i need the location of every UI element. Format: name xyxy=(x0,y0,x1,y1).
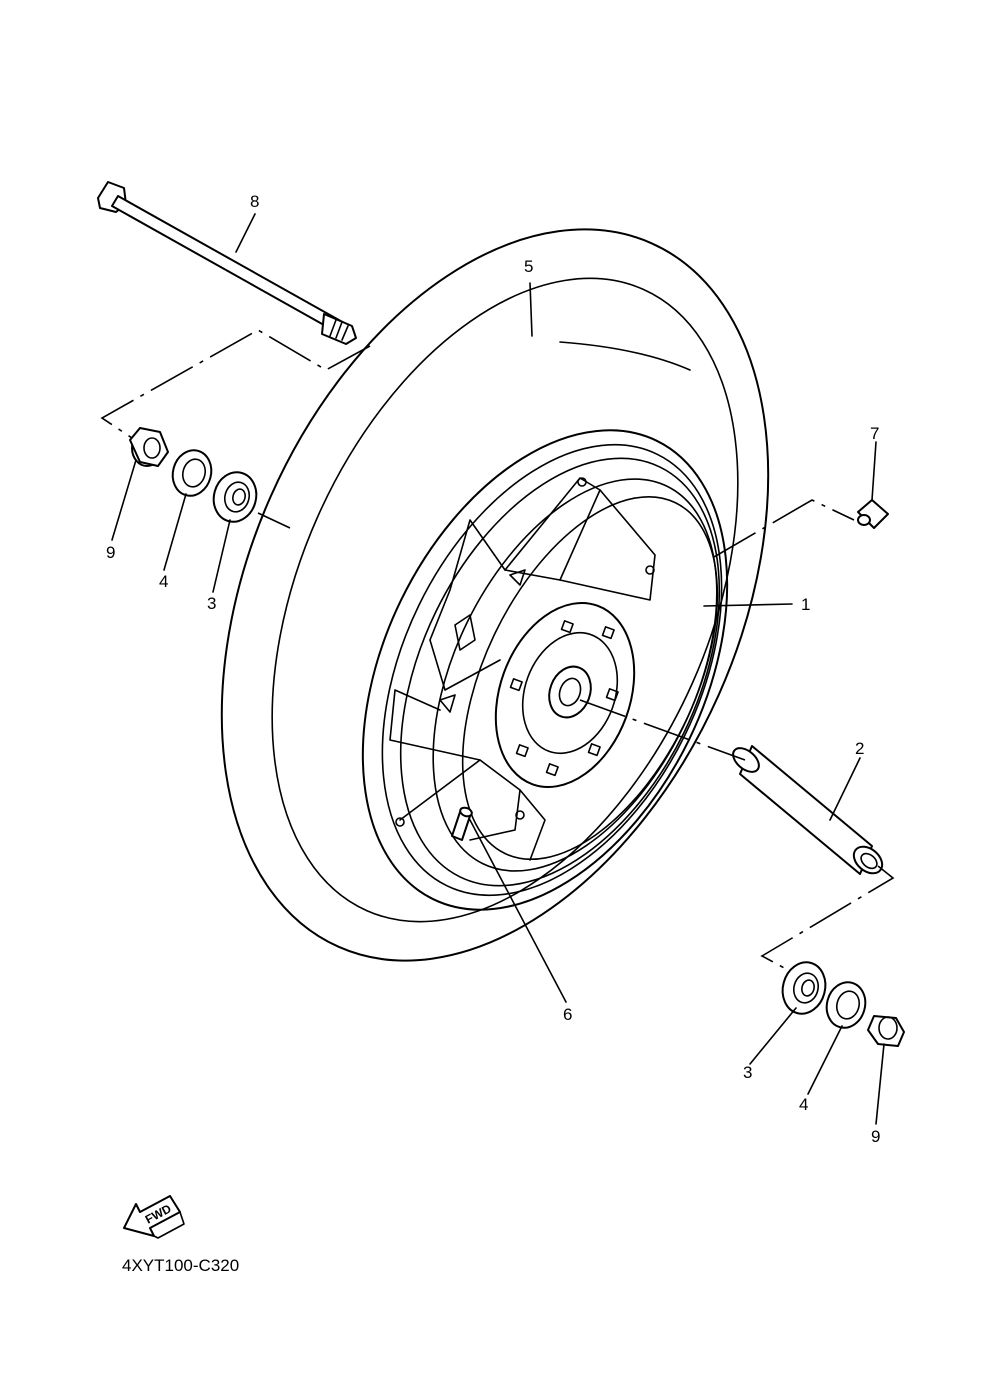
tire-valve xyxy=(451,806,473,841)
forward-arrow-marker: FWD xyxy=(123,1195,185,1239)
callout-9-left: 9 xyxy=(106,543,115,562)
wheel-hub xyxy=(494,602,636,788)
oil-seal-left xyxy=(171,449,213,497)
callout-labels: 1 2 3 3 4 4 5 6 7 8 9 9 xyxy=(106,192,880,1146)
callout-3-right: 3 xyxy=(743,1063,752,1082)
callout-8: 8 xyxy=(250,192,259,211)
callout-2: 2 xyxy=(855,739,864,758)
valve-cap xyxy=(857,499,889,529)
spacer xyxy=(732,745,884,875)
callout-4-left: 4 xyxy=(159,572,168,591)
callout-7: 7 xyxy=(870,424,879,443)
drawing-code-label: 4XYT100-C320 xyxy=(122,1256,239,1275)
oil-seal-right xyxy=(825,981,867,1029)
bearing-right xyxy=(781,961,827,1015)
callout-1: 1 xyxy=(801,595,810,614)
collar-right xyxy=(867,1015,905,1047)
callout-6: 6 xyxy=(563,1005,572,1024)
callout-3-left: 3 xyxy=(207,594,216,613)
leader-lines xyxy=(111,213,885,1125)
assembly-lines xyxy=(100,329,895,971)
collar-left xyxy=(129,427,169,467)
bearing-left xyxy=(212,471,258,523)
callout-5: 5 xyxy=(524,257,533,276)
wheel-rim xyxy=(361,429,729,911)
wheel-spokes xyxy=(389,477,656,861)
callout-4-right: 4 xyxy=(799,1095,808,1114)
callout-9-right: 9 xyxy=(871,1127,880,1146)
tire xyxy=(220,228,770,962)
wheel-axle xyxy=(97,181,357,345)
